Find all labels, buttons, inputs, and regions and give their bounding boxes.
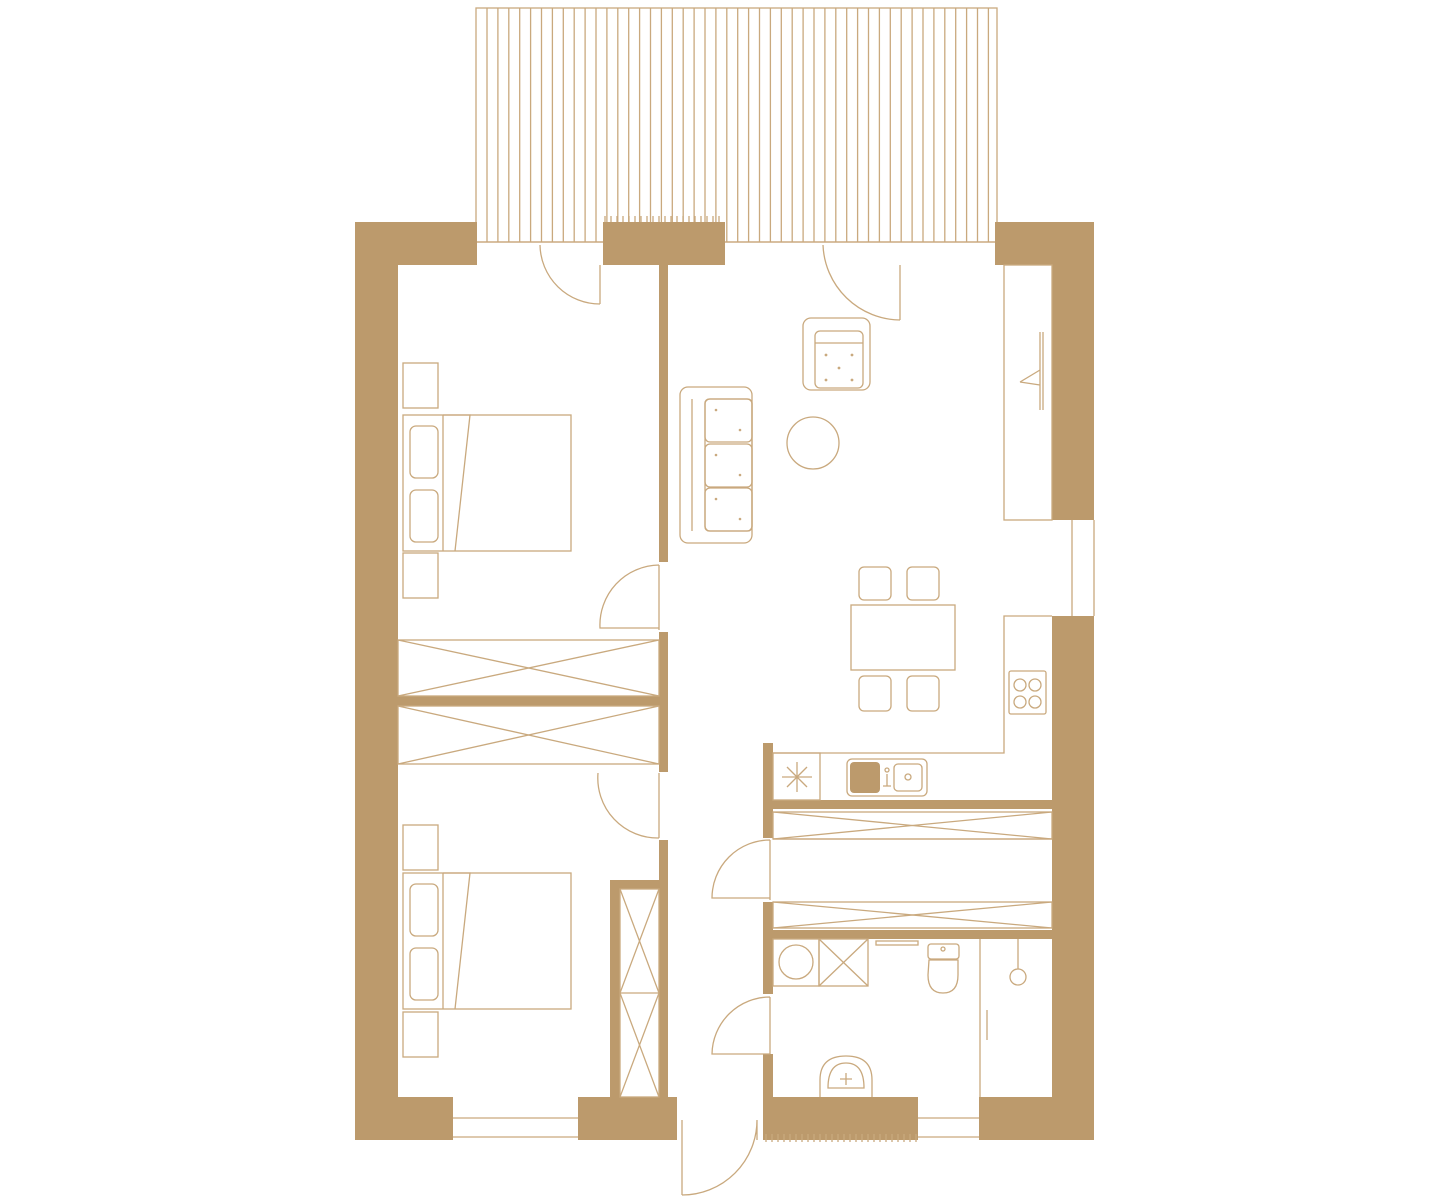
windows — [453, 216, 1095, 1142]
sink-icon — [846, 758, 928, 797]
wardrobe-icon — [772, 811, 1053, 840]
sofa-icon — [679, 386, 753, 544]
chair-icon — [906, 566, 940, 601]
chair-icon — [906, 675, 940, 712]
kitchen — [772, 615, 1052, 801]
living-room — [679, 264, 1053, 544]
exterior-walls — [355, 222, 1094, 1140]
double-bed-icon — [402, 872, 572, 1010]
wardrobe-icon — [397, 705, 660, 765]
radiator-top — [604, 216, 720, 222]
double-bed-icon — [402, 414, 572, 552]
shower-tray-icon — [979, 939, 1027, 1097]
washing-machine-icon — [772, 938, 820, 987]
closet-icon — [619, 888, 660, 1098]
armchair-icon — [802, 317, 871, 391]
chair-icon — [858, 566, 892, 601]
nightstand-icon — [402, 552, 439, 599]
hall — [772, 811, 1053, 929]
terrace-slats — [486, 8, 990, 242]
dining-table-icon — [850, 604, 956, 671]
cooktop-icon — [1008, 670, 1047, 715]
terrace-deck — [475, 7, 998, 243]
wardrobe-icon — [772, 901, 1053, 929]
nightstand-icon — [402, 824, 439, 871]
chair-icon — [858, 675, 892, 712]
bathroom — [772, 938, 1027, 1097]
tv-icon — [1003, 264, 1053, 521]
towel-rail-icon — [875, 940, 919, 946]
nightstand-icon — [402, 1011, 439, 1058]
round-table-icon — [786, 416, 840, 470]
bedroom-1 — [397, 362, 660, 697]
dining — [850, 566, 956, 712]
wardrobe-icon — [397, 639, 660, 697]
nightstand-icon — [402, 362, 439, 409]
doors — [539, 244, 901, 1196]
washbasin-icon — [819, 1055, 873, 1097]
bedroom-2 — [397, 705, 660, 1098]
fridge-icon — [772, 752, 821, 801]
shower-icon — [818, 938, 869, 987]
interior-walls — [398, 265, 1052, 1097]
toilet-icon — [927, 943, 960, 994]
radiator-bottom — [765, 1134, 917, 1142]
